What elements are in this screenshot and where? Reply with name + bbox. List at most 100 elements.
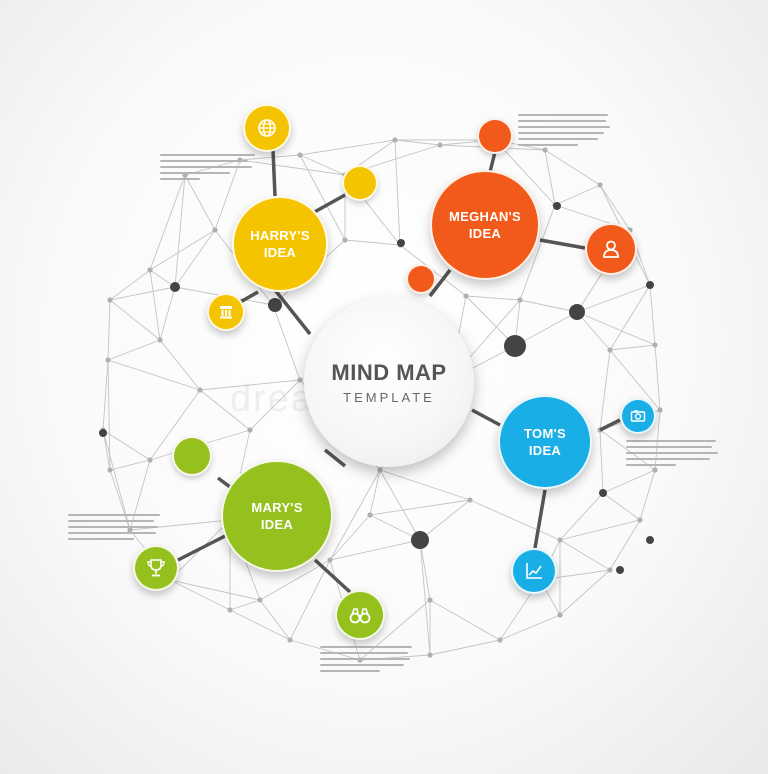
network-node [107, 467, 113, 473]
network-link [259, 559, 331, 601]
network-link [289, 639, 361, 661]
network-link [272, 304, 301, 381]
network-link [609, 344, 656, 351]
network-link [544, 149, 556, 206]
globe-icon-node[interactable] [243, 104, 291, 152]
network-link [554, 184, 601, 206]
network-node [147, 457, 153, 463]
camera-icon-node[interactable] [620, 398, 656, 434]
chart-icon-node[interactable] [511, 548, 557, 594]
idea-node-tom[interactable]: TOM'S IDEA [498, 395, 592, 489]
network-link [184, 174, 216, 231]
network-link [419, 539, 431, 601]
network-link [107, 299, 111, 361]
network-link [107, 359, 201, 391]
network-link [107, 359, 111, 471]
dark-dot [397, 239, 405, 247]
network-node [297, 377, 303, 383]
network-node [297, 152, 303, 158]
column-icon-node[interactable] [207, 293, 245, 331]
network-link [559, 492, 604, 541]
network-link [289, 559, 331, 641]
network-node [257, 597, 263, 603]
idea-meghan-line2: IDEA [468, 226, 502, 241]
network-node [427, 597, 433, 603]
text-placeholder-harry [160, 154, 255, 184]
connector-line [273, 288, 312, 336]
network-node [657, 407, 663, 413]
network-link [149, 389, 201, 461]
column-icon [220, 306, 232, 319]
network-node [517, 297, 523, 303]
dark-dot [268, 298, 282, 312]
network-node [652, 467, 658, 473]
network-link [199, 389, 251, 431]
dark-dot [170, 282, 180, 292]
dark-dot [616, 566, 624, 574]
network-link [419, 499, 471, 541]
camera-icon [630, 410, 646, 422]
network-node [637, 517, 643, 523]
trophy-icon-node[interactable] [133, 545, 179, 591]
network-link [559, 569, 611, 616]
network-link [174, 229, 216, 288]
network-node [607, 347, 613, 353]
text-placeholder-tom [626, 440, 718, 470]
user-icon-node[interactable] [585, 223, 637, 275]
network-link [214, 159, 241, 231]
binoculars-icon-node[interactable] [335, 590, 385, 640]
network-link [654, 344, 661, 411]
network-node [392, 137, 398, 143]
idea-node-mary[interactable]: MARY'S IDEA [221, 460, 333, 572]
network-link [159, 339, 201, 391]
network-node [327, 557, 333, 563]
mary-dot [172, 436, 212, 476]
network-node [557, 612, 563, 618]
center-node[interactable]: MIND MAP TEMPLATE [304, 297, 474, 467]
dark-dot [569, 304, 585, 320]
network-link [109, 269, 151, 301]
network-link [514, 311, 578, 347]
network-link [429, 639, 501, 656]
network-node [227, 607, 233, 613]
connector-line [428, 268, 452, 298]
dark-dot [646, 536, 654, 544]
network-link [299, 154, 346, 241]
network-link [419, 539, 431, 656]
idea-node-meghan[interactable]: MEGHAN'S IDEA [430, 170, 540, 280]
chart-icon [526, 563, 542, 579]
connector-line [313, 558, 352, 594]
idea-node-harry[interactable]: HARRY'S IDEA [232, 196, 328, 292]
network-node [197, 387, 203, 393]
network-node [427, 652, 433, 658]
network-link [465, 295, 516, 347]
network-link [394, 139, 401, 246]
idea-tom-line1: TOM'S [524, 426, 566, 441]
network-link [649, 284, 656, 346]
globe-icon [258, 119, 276, 137]
network-link [369, 469, 381, 516]
network-node [367, 512, 373, 518]
connector-line [539, 238, 586, 250]
network-link [102, 429, 131, 531]
network-node [342, 237, 348, 243]
network-link [109, 459, 151, 471]
idea-tom-line2: IDEA [528, 443, 562, 458]
text-placeholder-meghan [518, 114, 610, 150]
network-node [607, 567, 613, 573]
network-link [249, 379, 301, 431]
trophy-icon [147, 559, 165, 577]
meghan-dot-left [406, 264, 436, 294]
network-link [107, 339, 161, 361]
network-link [559, 519, 641, 541]
network-link [174, 174, 186, 288]
network-link [239, 154, 301, 161]
network-node [157, 337, 163, 343]
text-placeholder-bottom [320, 646, 412, 676]
network-link [229, 609, 291, 641]
connector-line [533, 489, 547, 549]
network-link [544, 149, 601, 186]
center-title: MIND MAP [331, 359, 447, 385]
network-node [542, 147, 548, 153]
network-link [599, 349, 611, 431]
